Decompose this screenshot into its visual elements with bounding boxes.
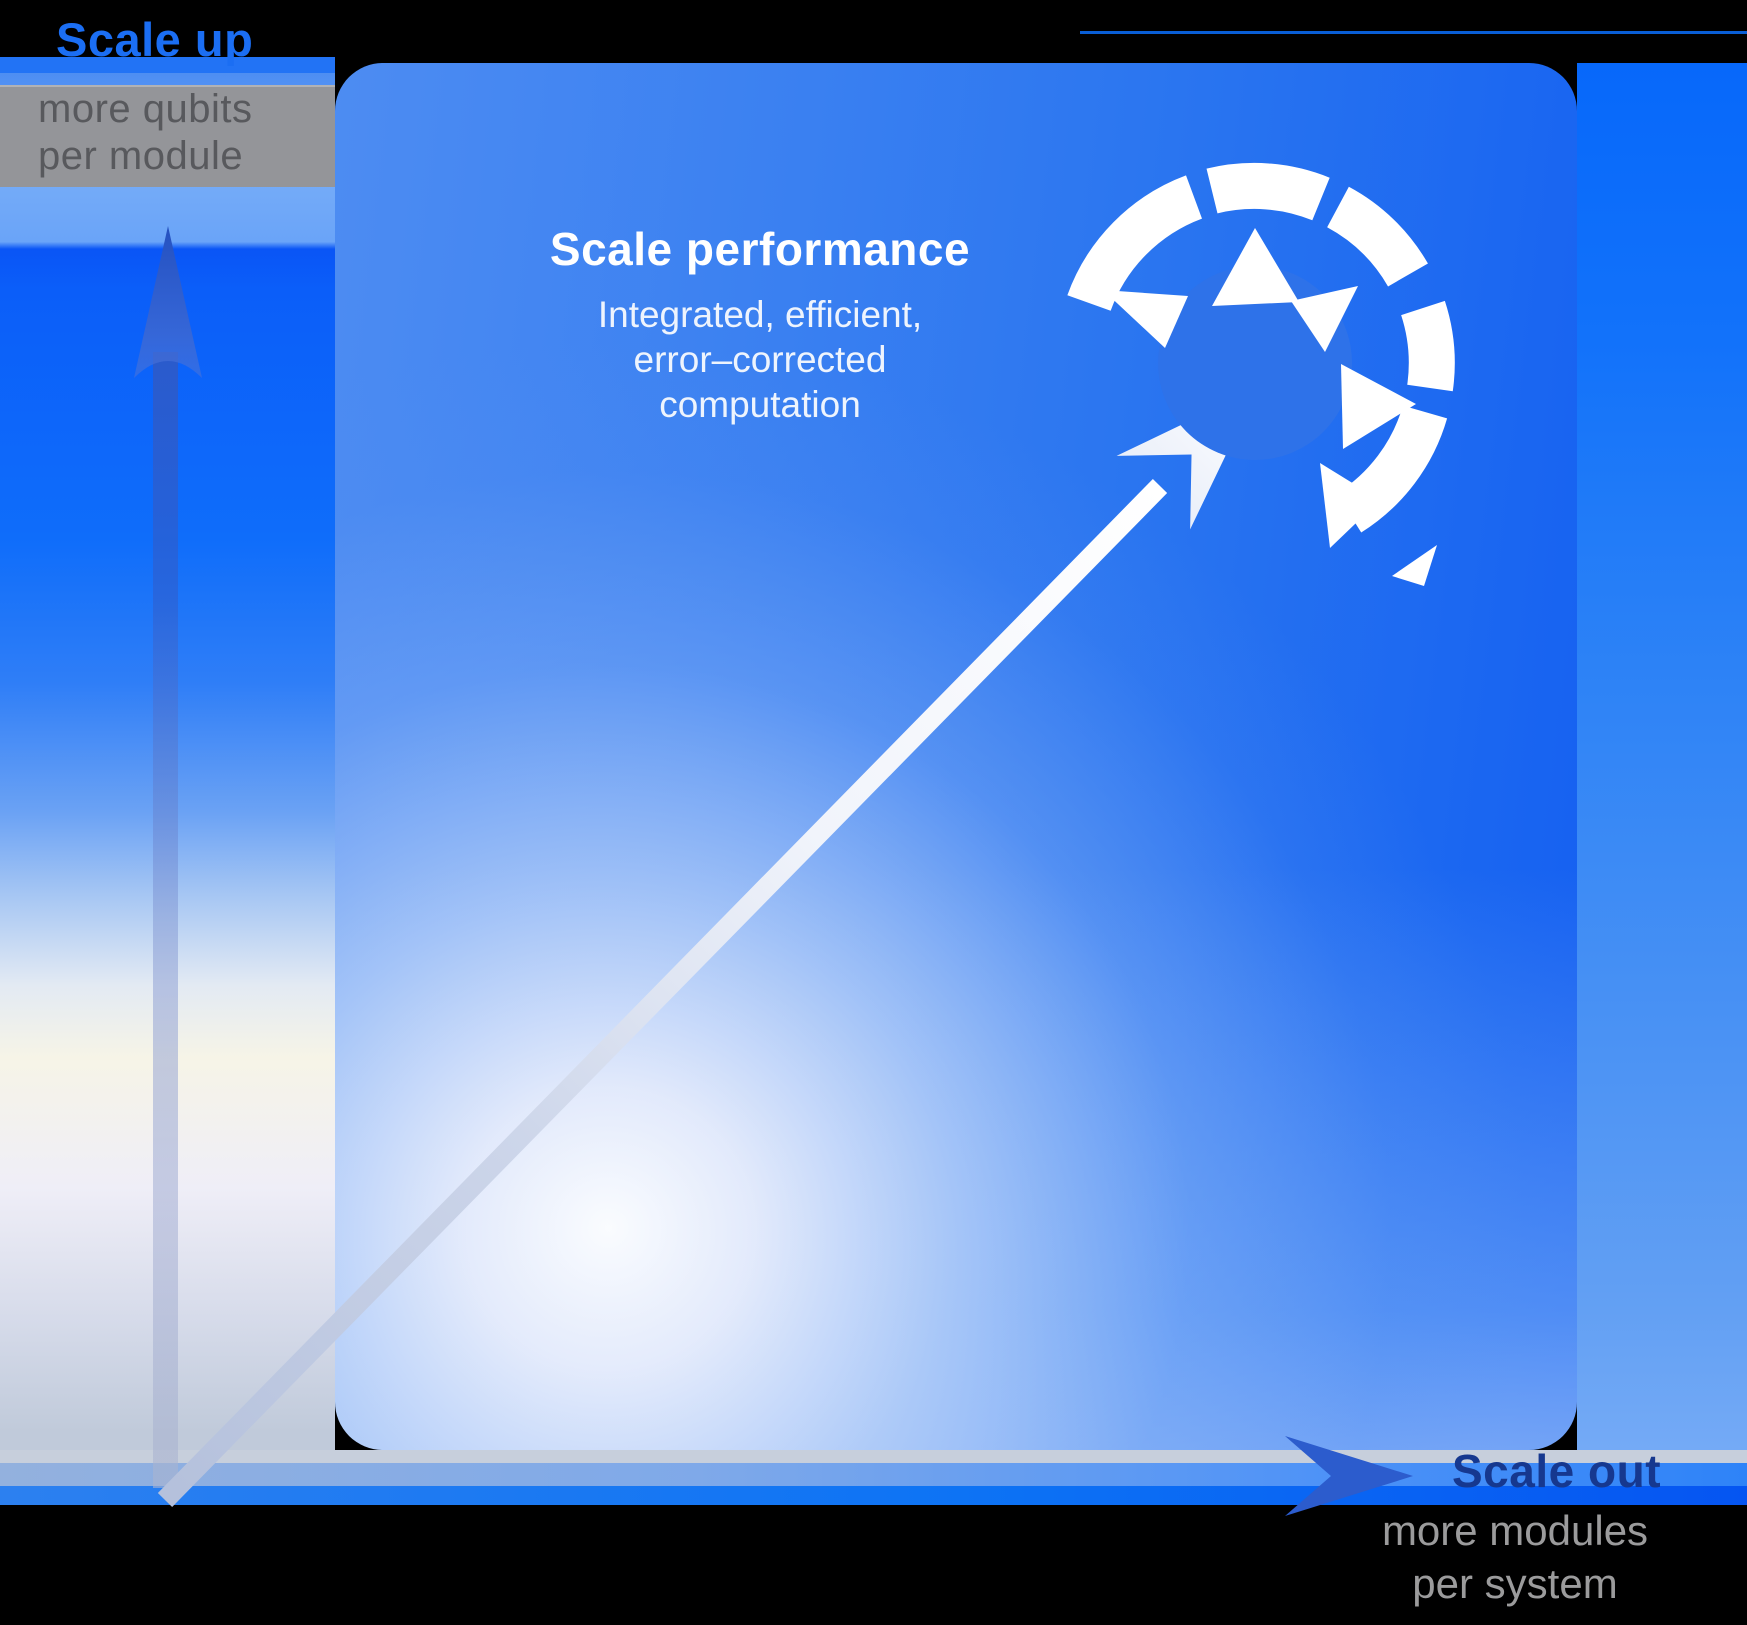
sunburst-dome-logo-icon <box>1067 162 1455 586</box>
y-axis-label-band: more qubits per module <box>0 85 335 187</box>
y-axis-label-line2: per module <box>38 134 244 178</box>
diagonal-growth-arrow <box>157 388 1258 1508</box>
y-axis-label-line1: more qubits <box>38 87 253 131</box>
up-arrow-icon <box>134 226 202 378</box>
x-axis-arrowhead <box>1285 1436 1413 1516</box>
top-artifact-line <box>1080 31 1747 34</box>
right-arrow-icon <box>1285 1436 1413 1516</box>
y-axis-label: more qubits per module <box>38 86 252 180</box>
left-strip-blue-band <box>0 57 335 73</box>
gradient-panel <box>335 63 1577 1450</box>
y-axis-arrow <box>134 226 202 1488</box>
right-gradient-strip <box>1577 63 1747 1450</box>
x-axis-band-mid <box>0 1463 1747 1486</box>
